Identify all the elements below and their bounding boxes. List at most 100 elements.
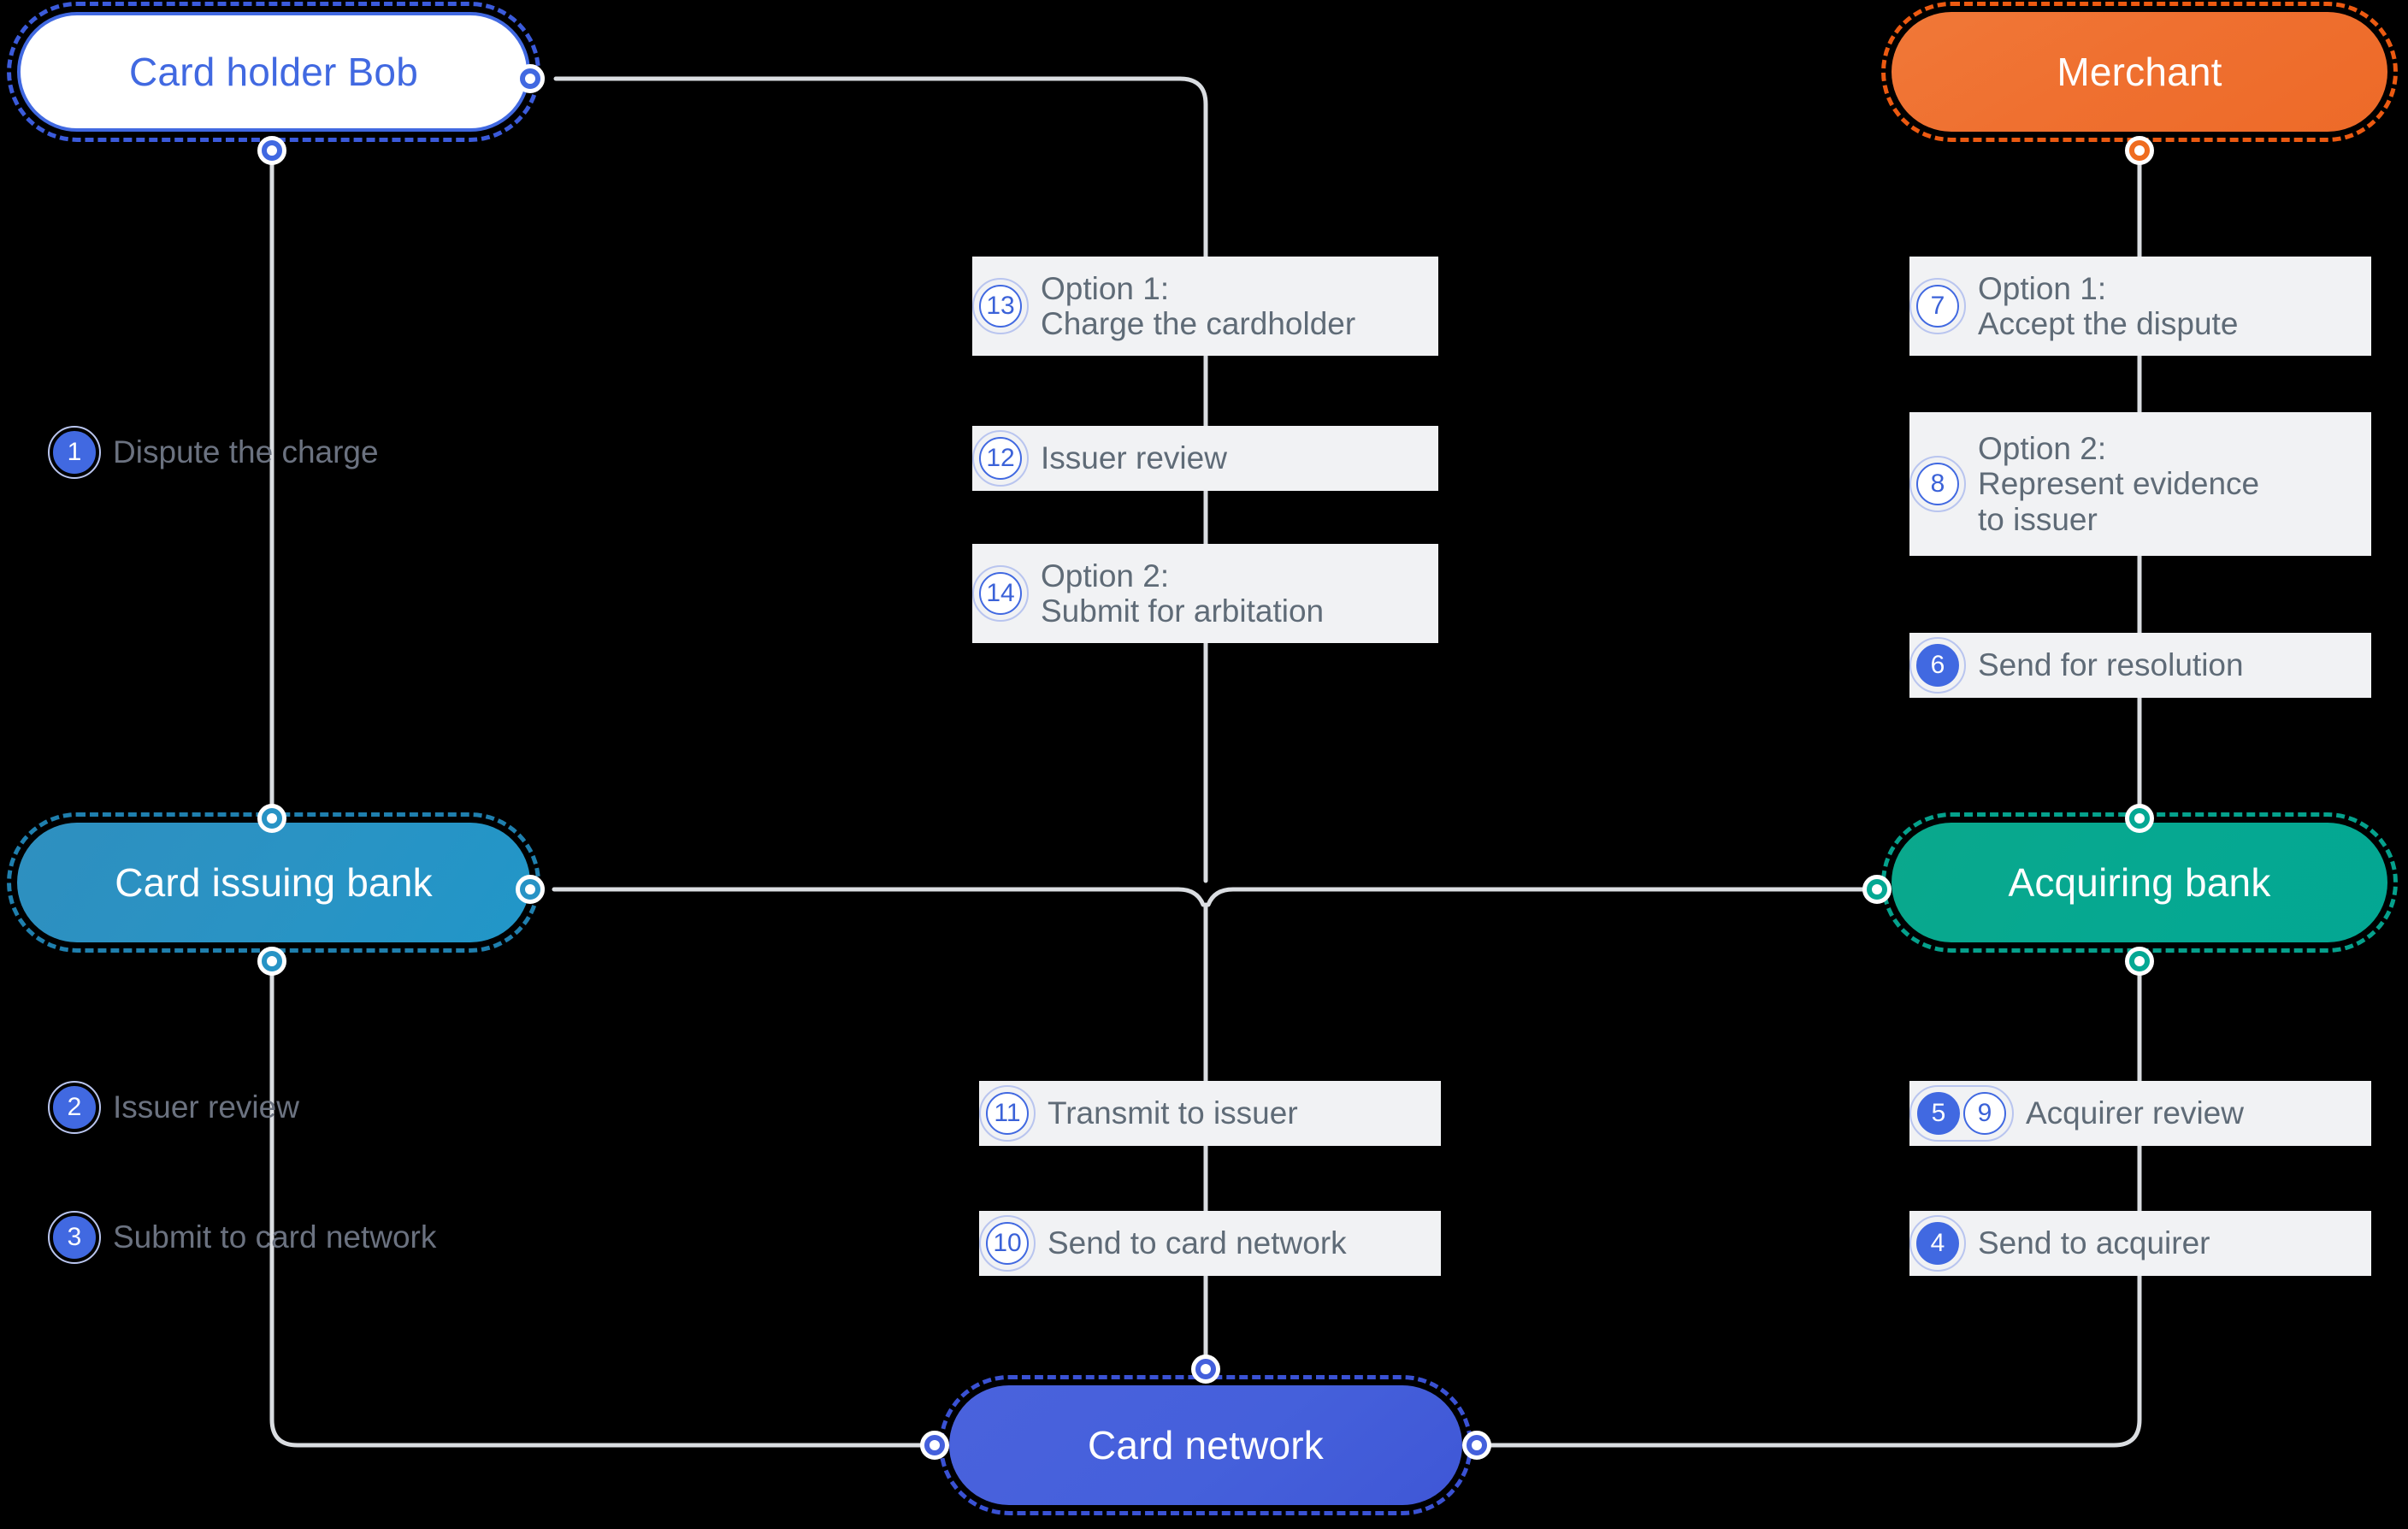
issuing-bank-port-top[interactable] <box>257 804 286 833</box>
badge-ring: 13 <box>972 278 1029 334</box>
step-8-badges: 8 <box>1909 456 1966 512</box>
badge-number: 6 <box>1916 644 1959 687</box>
step-label-4[interactable]: 4 Send to acquirer <box>1909 1211 2371 1276</box>
step-3-text: Submit to card network <box>113 1219 437 1255</box>
step-8-line-2: Represent evidence <box>1978 466 2260 502</box>
badge-ring: 7 <box>1909 278 1966 334</box>
node-acquiring-bank[interactable]: Acquiring bank <box>1892 823 2387 942</box>
badge-number: 13 <box>979 285 1022 328</box>
step-label-1[interactable]: 1 Dispute the charge <box>48 426 527 479</box>
badge-ring: 10 <box>979 1215 1036 1272</box>
step-5-9-text: Acquirer review <box>2026 1095 2244 1131</box>
step-label-3[interactable]: 3 Submit to card network <box>48 1211 612 1264</box>
step-14-line-2: Submit for arbitation <box>1041 593 1325 629</box>
step-3-badges: 3 <box>48 1211 101 1264</box>
badge-ring: 8 <box>1909 456 1966 512</box>
node-merchant-label: Merchant <box>2057 50 2222 94</box>
step-label-14[interactable]: 14 Option 2:Submit for arbitation <box>972 544 1438 643</box>
node-card-issuing-bank-label: Card issuing bank <box>115 860 433 905</box>
badge-number: 10 <box>986 1222 1029 1265</box>
node-acquiring-bank-label: Acquiring bank <box>2008 860 2271 905</box>
cardholder-port-right[interactable] <box>516 64 545 93</box>
node-card-network[interactable]: Card network <box>949 1385 1462 1505</box>
step-7-text: Option 1:Accept the dispute <box>1978 271 2238 342</box>
edge-issuing-to-acquiring-left <box>552 887 1206 907</box>
node-card-issuing-bank[interactable]: Card issuing bank <box>17 823 530 942</box>
step-7-line-1: Option 1: <box>1978 270 2107 306</box>
step-label-10[interactable]: 10 Send to card network <box>979 1211 1441 1276</box>
step-label-2[interactable]: 2 Issuer review <box>48 1081 527 1134</box>
step-label-11[interactable]: 11 Transmit to issuer <box>979 1081 1441 1146</box>
step-10-text: Send to card network <box>1048 1225 1347 1261</box>
step-label-13[interactable]: 13 Option 1:Charge the cardholder <box>972 257 1438 356</box>
badge-number: 14 <box>979 572 1022 615</box>
step-5-9-badges: 5 9 <box>1909 1085 2014 1142</box>
node-cardholder[interactable]: Card holder Bob <box>17 12 530 132</box>
badge-number-first: 5 <box>1917 1092 1960 1135</box>
step-label-7[interactable]: 7 Option 1:Accept the dispute <box>1909 257 2371 356</box>
badge-number: 11 <box>986 1092 1029 1135</box>
badge-number: 8 <box>1916 463 1959 505</box>
badge-number: 12 <box>979 437 1022 480</box>
step-8-line-3: to issuer <box>1978 501 2098 537</box>
step-14-badges: 14 <box>972 565 1029 622</box>
step-4-text: Send to acquirer <box>1978 1225 2210 1261</box>
step-1-text: Dispute the charge <box>113 434 379 470</box>
issuing-bank-port-bottom[interactable] <box>257 947 286 976</box>
step-6-badges: 6 <box>1909 637 1966 694</box>
issuing-bank-port-right[interactable] <box>516 875 545 904</box>
badge-number: 7 <box>1916 285 1959 328</box>
badge-number-second: 9 <box>1963 1092 2006 1135</box>
step-12-badges: 12 <box>972 430 1029 487</box>
step-7-badges: 7 <box>1909 278 1966 334</box>
edge-issuing-to-network <box>269 959 926 1448</box>
step-13-line-1: Option 1: <box>1041 270 1170 306</box>
badge-number: 3 <box>53 1216 96 1259</box>
node-cardholder-label: Card holder Bob <box>129 50 418 94</box>
badge-ring: 12 <box>972 430 1029 487</box>
step-10-badges: 10 <box>979 1215 1036 1272</box>
step-11-text: Transmit to issuer <box>1048 1095 1298 1131</box>
step-8-line-1: Option 2: <box>1978 430 2107 466</box>
step-4-badges: 4 <box>1909 1215 1966 1272</box>
cardholder-port-bottom[interactable] <box>257 136 286 165</box>
step-2-badges: 2 <box>48 1081 101 1134</box>
card-network-port-top[interactable] <box>1191 1355 1220 1384</box>
step-1-badges: 1 <box>48 426 101 479</box>
badge-ring: 11 <box>979 1085 1036 1142</box>
step-11-badges: 11 <box>979 1085 1036 1142</box>
badge-ring-pair: 5 9 <box>1909 1085 2014 1142</box>
step-14-line-1: Option 2: <box>1041 558 1170 593</box>
edge-issuing-to-acquiring-right <box>1206 887 1875 907</box>
badge-ring: 3 <box>48 1211 101 1264</box>
step-13-text: Option 1:Charge the cardholder <box>1041 271 1355 342</box>
acquiring-bank-port-top[interactable] <box>2125 804 2154 833</box>
merchant-port-bottom[interactable] <box>2125 136 2154 165</box>
node-merchant[interactable]: Merchant <box>1892 12 2387 132</box>
step-13-line-2: Charge the cardholder <box>1041 306 1356 341</box>
badge-number: 1 <box>53 431 96 474</box>
badge-ring: 1 <box>48 426 101 479</box>
badge-number: 2 <box>53 1086 96 1129</box>
acquiring-bank-port-left[interactable] <box>1862 875 1892 904</box>
step-7-line-2: Accept the dispute <box>1978 306 2239 341</box>
edge-holder-to-center <box>553 76 1208 883</box>
badge-ring: 14 <box>972 565 1029 622</box>
step-14-text: Option 2:Submit for arbitation <box>1041 558 1324 629</box>
step-label-6[interactable]: 6 Send for resolution <box>1909 633 2371 698</box>
node-card-network-label: Card network <box>1088 1423 1324 1467</box>
badge-ring: 2 <box>48 1081 101 1134</box>
acquiring-bank-port-bottom[interactable] <box>2125 947 2154 976</box>
card-network-port-left[interactable] <box>920 1431 949 1460</box>
badge-ring: 4 <box>1909 1215 1966 1272</box>
step-13-badges: 13 <box>972 278 1029 334</box>
card-network-port-right[interactable] <box>1462 1431 1491 1460</box>
edge-network-to-acquiring <box>1485 959 2142 1448</box>
step-label-5-9[interactable]: 5 9 Acquirer review <box>1909 1081 2371 1146</box>
badge-number: 4 <box>1916 1222 1959 1265</box>
step-label-12[interactable]: 12 Issuer review <box>972 426 1438 491</box>
